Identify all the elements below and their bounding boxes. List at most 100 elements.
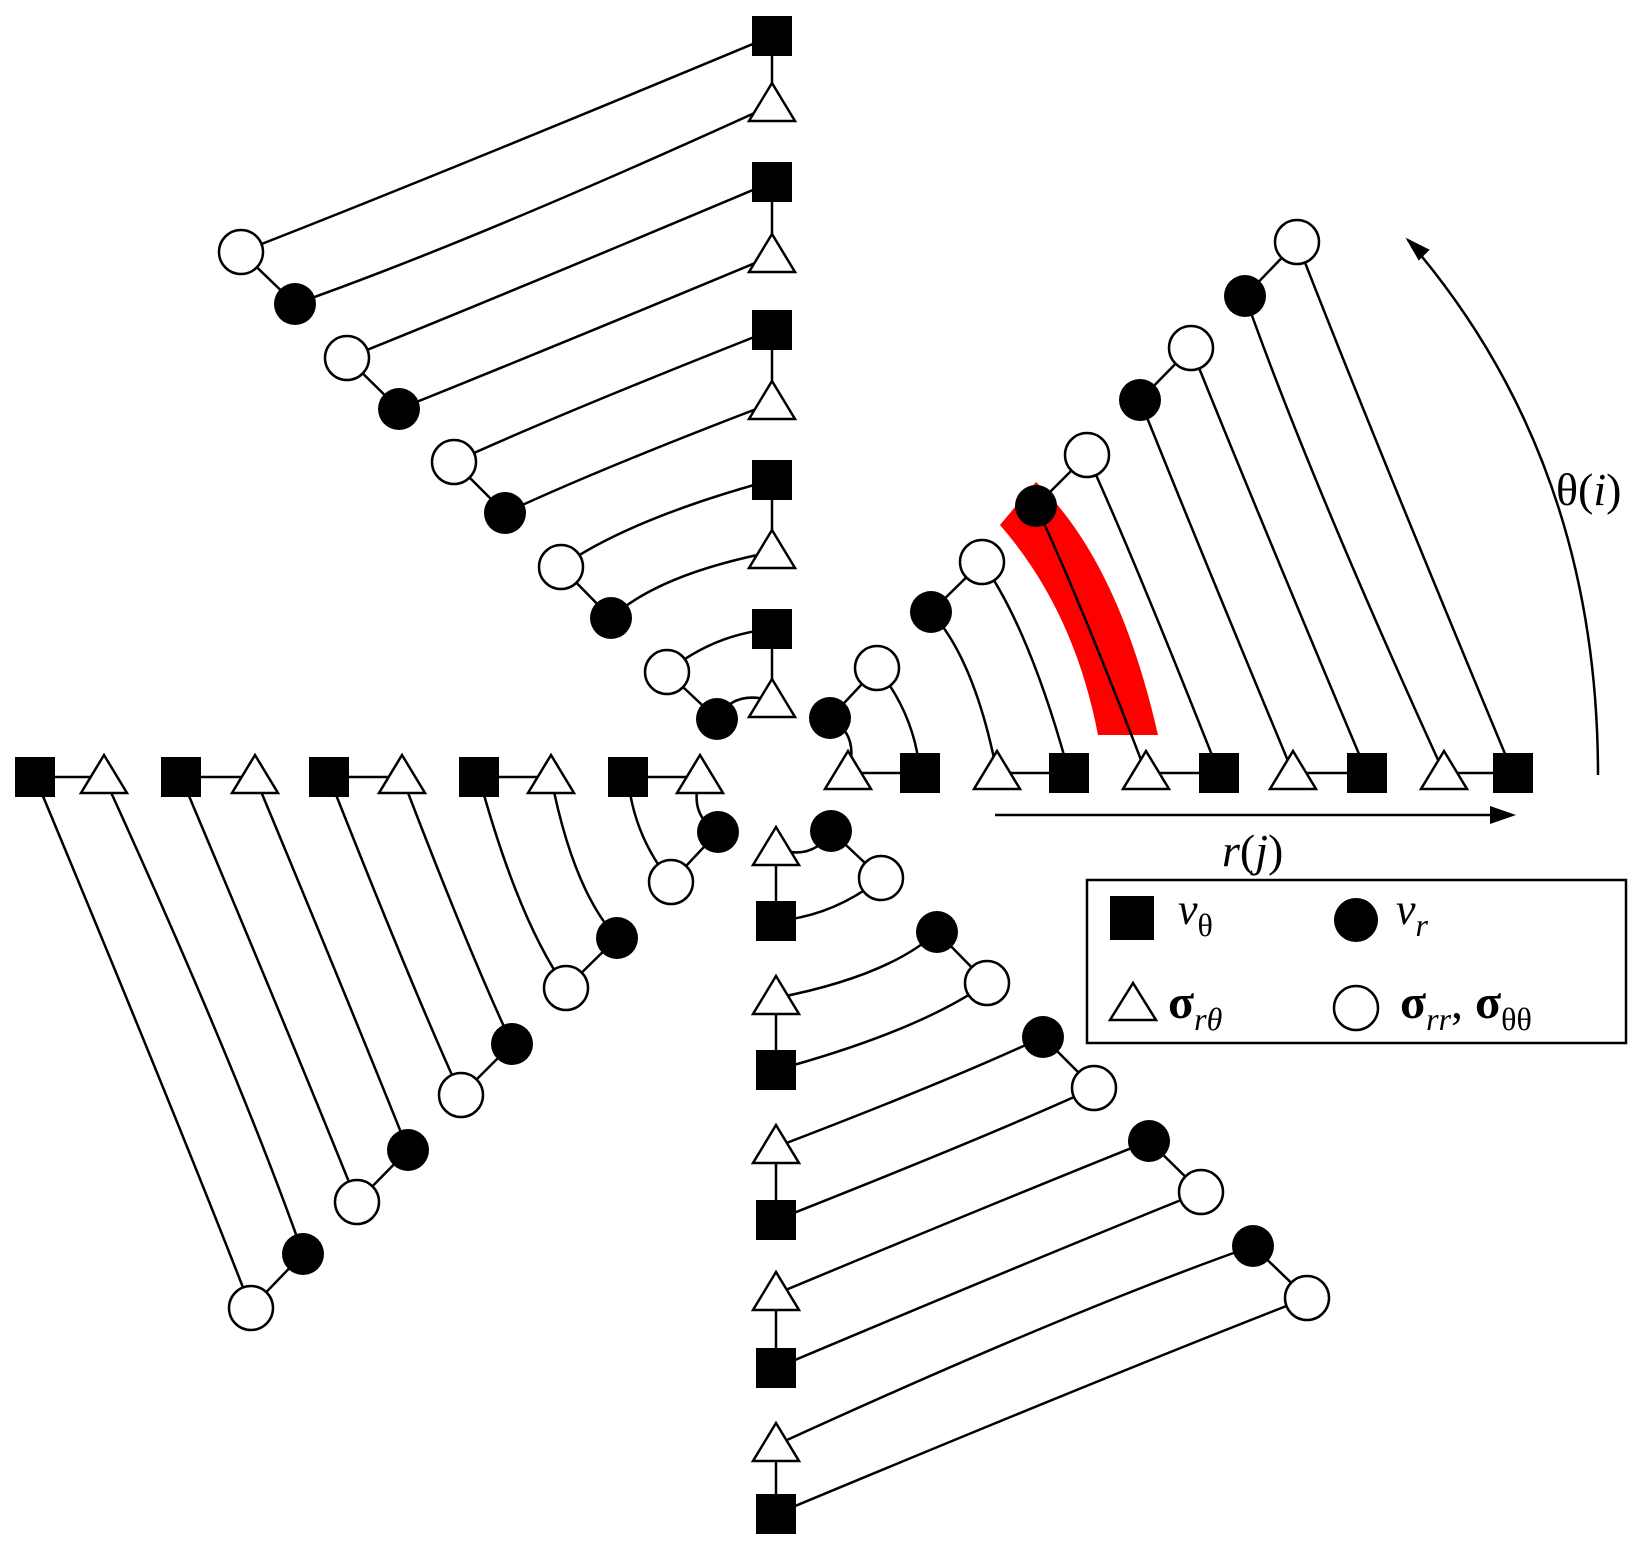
v-theta-node <box>608 757 648 797</box>
grid-arc-line <box>775 981 988 1072</box>
v-r-node <box>1128 1120 1170 1162</box>
grid-arc-line <box>400 776 514 1045</box>
v-theta-node <box>900 753 940 793</box>
v-r-node <box>590 597 632 639</box>
v-r-node <box>596 917 638 959</box>
v-r-node <box>696 698 738 740</box>
filled-circle-icon <box>1334 898 1378 942</box>
grid-arc-line <box>610 550 773 619</box>
v-theta-node <box>756 901 796 941</box>
sigma-rr-node <box>1063 431 1111 479</box>
v-r-node <box>378 388 420 430</box>
legend-v-r: vr <box>1396 885 1429 943</box>
grid-arc-line <box>346 180 773 360</box>
v-theta-node <box>752 609 792 649</box>
grid-arc-line <box>102 776 305 1255</box>
v-r-node <box>916 911 958 953</box>
grid-arc-line <box>930 611 999 774</box>
v-theta-node <box>756 1348 796 1388</box>
v-r-node <box>1022 1016 1064 1058</box>
v-theta-node <box>459 757 499 797</box>
r-axis-arrow <box>995 806 1516 824</box>
sigma-rr-node <box>323 334 371 382</box>
sigma-rr-node <box>537 543 585 591</box>
sigma-rtheta-node <box>750 1122 802 1165</box>
grid-arc-line <box>504 401 773 515</box>
sigma-rr-node <box>857 854 905 902</box>
v-theta-node <box>1049 753 1089 793</box>
grid-arc-line <box>477 776 568 989</box>
sigma-rr-node <box>437 1071 485 1119</box>
grid-arc-line <box>775 1190 1202 1370</box>
v-r-node <box>491 1023 533 1065</box>
grid-arc-line <box>240 34 773 254</box>
grid-arc-line <box>33 776 253 1309</box>
v-theta-node <box>752 16 792 56</box>
v-r-node <box>1119 379 1161 421</box>
sigma-rtheta-node <box>376 752 428 795</box>
grid-arc-line <box>775 1086 1095 1222</box>
v-theta-node <box>309 757 349 797</box>
sigma-rr-node <box>1167 324 1215 372</box>
sigma-rtheta-node <box>1418 748 1470 791</box>
v-theta-node <box>1199 753 1239 793</box>
sigma-rr-node <box>217 228 265 276</box>
v-r-node <box>484 492 526 534</box>
sigma-rr-node <box>1273 218 1321 266</box>
sigma-rtheta-node <box>1267 748 1319 791</box>
sigma-rtheta-node <box>750 1269 802 1312</box>
grid-arc-line <box>1138 399 1295 774</box>
grid-nodes <box>15 16 1533 1534</box>
grid-arc-line <box>398 254 773 411</box>
v-r-node <box>274 283 316 325</box>
sigma-rr-node <box>963 959 1011 1007</box>
sigma-rtheta-node <box>746 378 798 421</box>
v-r-node <box>1232 1225 1274 1267</box>
grid-arc-line <box>775 931 938 1000</box>
sigma-rtheta-node <box>750 824 802 867</box>
sigma-rtheta-node <box>674 752 726 795</box>
sigma-rtheta-node <box>1120 748 1172 791</box>
sigma-rr-node <box>647 858 695 906</box>
grid-arc-line <box>775 1296 1308 1516</box>
grid-arc-line <box>294 103 773 306</box>
grid-arc-line <box>1243 295 1446 774</box>
grid-arc-line <box>327 776 463 1096</box>
filled-square-icon <box>1110 896 1154 940</box>
sigma-rr-node <box>333 1178 381 1226</box>
v-r-node <box>697 811 739 853</box>
grid-arc-line <box>453 328 773 464</box>
sigma-rr-node <box>853 644 901 692</box>
v-r-node <box>809 697 851 739</box>
legend-sigma-rtheta: σrθ <box>1168 976 1222 1037</box>
sigma-rtheta-node <box>229 752 281 795</box>
grid-arc-line <box>560 478 773 569</box>
grid-arc-line <box>1295 241 1515 774</box>
v-r-node <box>282 1233 324 1275</box>
v-r-node <box>810 810 852 852</box>
v-theta-node <box>752 310 792 350</box>
sigma-rr-node <box>958 538 1006 586</box>
sigma-rr-node <box>643 648 691 696</box>
v-theta-node <box>1493 753 1533 793</box>
v-r-node <box>910 591 952 633</box>
grid-arc-line <box>253 776 410 1151</box>
legend-v-theta: vθ <box>1178 885 1213 943</box>
grid-arc-line <box>179 776 359 1203</box>
grid-arc-line <box>775 1139 1150 1296</box>
sigma-rtheta-node <box>78 752 130 795</box>
v-theta-node <box>756 1494 796 1534</box>
v-r-node <box>1224 275 1266 317</box>
sigma-rtheta-node <box>750 973 802 1016</box>
sigma-rtheta-node <box>746 231 798 274</box>
sigma-rr-node <box>1177 1168 1225 1216</box>
grid-arc-line <box>1085 454 1221 774</box>
grid-arc-line <box>775 1244 1254 1447</box>
sigma-rtheta-node <box>746 527 798 570</box>
v-theta-node <box>756 1200 796 1240</box>
theta-axis-arrow <box>1405 237 1600 776</box>
r-axis-label: r(j) <box>1222 825 1283 876</box>
sigma-rr-node <box>1070 1064 1118 1112</box>
v-theta-node <box>161 757 201 797</box>
